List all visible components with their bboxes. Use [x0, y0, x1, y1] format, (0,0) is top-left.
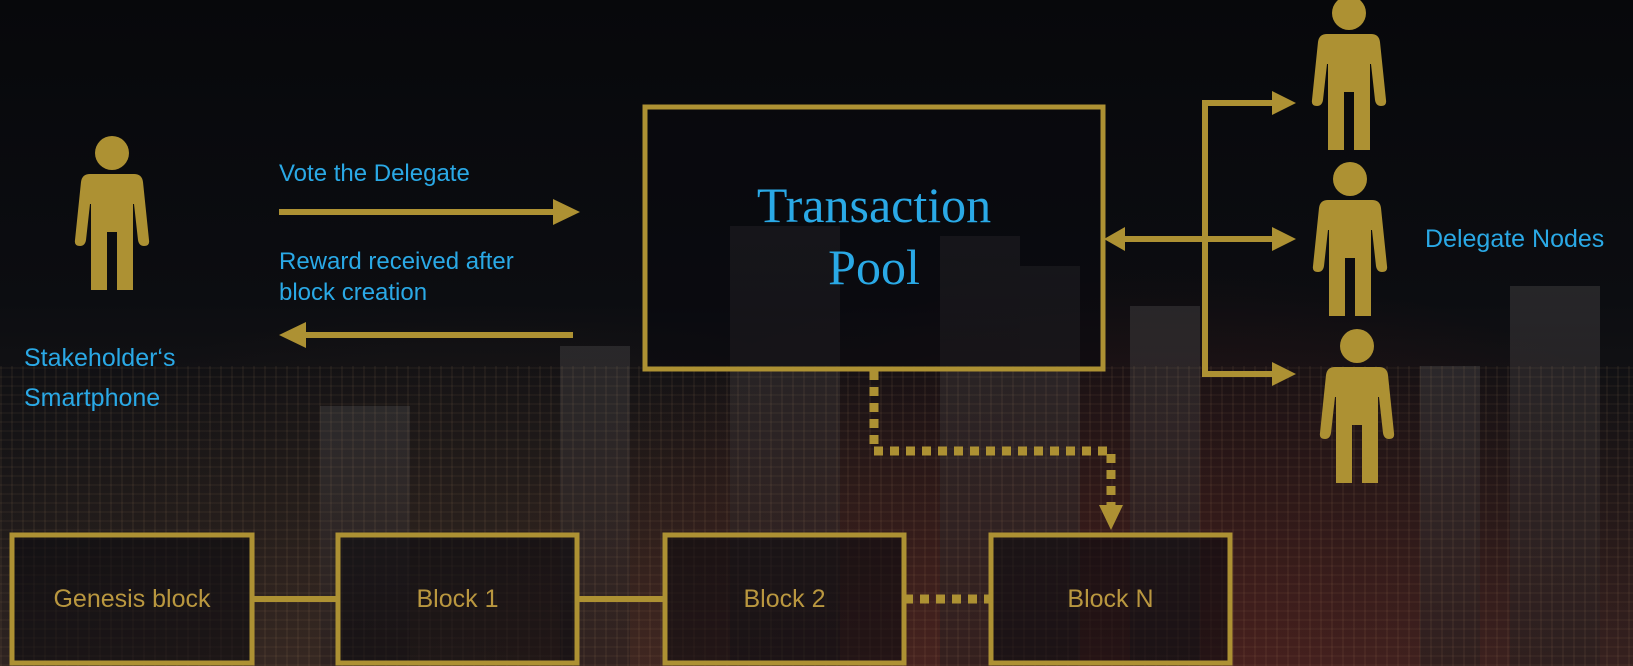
- transaction-pool-line2: Pool: [828, 239, 920, 295]
- delegate-node-3-person-icon: [1319, 329, 1395, 483]
- reward-label: Reward received after block creation: [279, 246, 514, 308]
- delegate-node-2-person-icon: [1312, 162, 1388, 316]
- block-1-label: Block 1: [416, 584, 499, 613]
- stakeholder-label-line1: Stakeholder‘s: [24, 344, 176, 372]
- reward-label-line1: Reward received after: [279, 248, 514, 275]
- reward-label-line2: block creation: [279, 279, 428, 306]
- delegate-nodes-label: Delegate Nodes: [1425, 225, 1605, 253]
- genesis-block-label: Genesis block: [53, 584, 211, 613]
- vote-arrow: [279, 199, 580, 225]
- transaction-pool-line1: Transaction: [756, 177, 992, 233]
- stakeholder-label: Stakeholder‘s Smartphone: [24, 338, 175, 418]
- block-1-box: [335, 532, 580, 666]
- stakeholder-label-line2: Smartphone: [24, 384, 161, 412]
- delegate-node-1-person-icon: [1311, 0, 1387, 150]
- pool-to-blockn-dotted-arrow: [869, 371, 1123, 530]
- pool-delegate-arrow: [1104, 227, 1205, 251]
- delegate-branch-lines: [1202, 91, 1296, 386]
- transaction-pool-title: Transaction Pool: [645, 174, 1103, 298]
- block-n-box: [988, 532, 1233, 666]
- block-2-label: Block 2: [743, 584, 826, 613]
- block-2-box: [662, 532, 907, 666]
- genesis-block-box: [9, 532, 255, 666]
- stakeholder-person-icon: [74, 136, 150, 290]
- transaction-pool-box: [642, 104, 1106, 372]
- reward-arrow: [279, 322, 573, 348]
- block-n-label: Block N: [1067, 584, 1154, 613]
- vote-label: Vote the Delegate: [279, 160, 470, 187]
